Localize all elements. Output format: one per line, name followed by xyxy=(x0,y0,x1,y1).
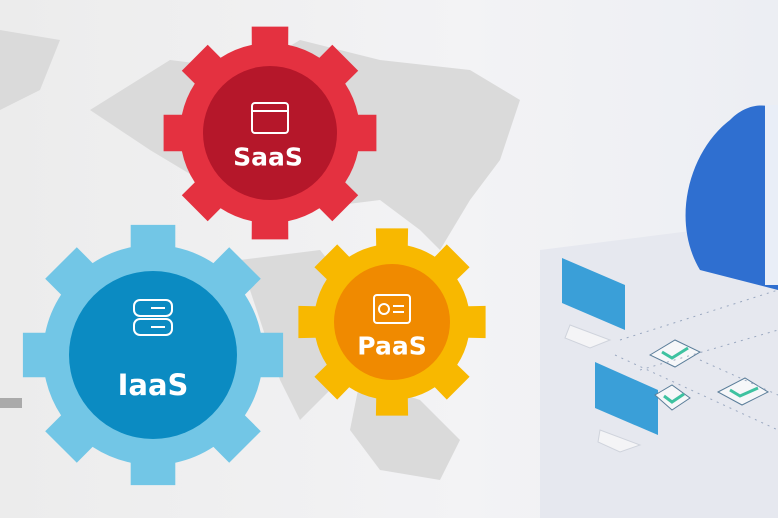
monitor-icon xyxy=(595,362,658,453)
checkmark-tile-icon xyxy=(716,377,770,406)
checkmark-tile-icon xyxy=(654,384,691,411)
cloud-icon xyxy=(685,105,778,290)
server-stack-icon xyxy=(133,299,173,336)
gear-iaas xyxy=(22,224,284,486)
gear-hub xyxy=(69,271,237,439)
certificate-card-icon xyxy=(373,294,411,324)
checkmark-tile-icon xyxy=(648,339,702,368)
browser-window-icon xyxy=(251,102,289,134)
gear-label-saas: SaaS xyxy=(233,142,303,172)
gear-label-paas: PaaS xyxy=(357,331,427,361)
gear-saas xyxy=(163,26,377,240)
gear-label-iaas: IaaS xyxy=(117,368,189,402)
cloud-platform-illustration xyxy=(540,105,778,518)
gear-paas xyxy=(298,228,486,416)
monitor-icon xyxy=(562,258,625,349)
